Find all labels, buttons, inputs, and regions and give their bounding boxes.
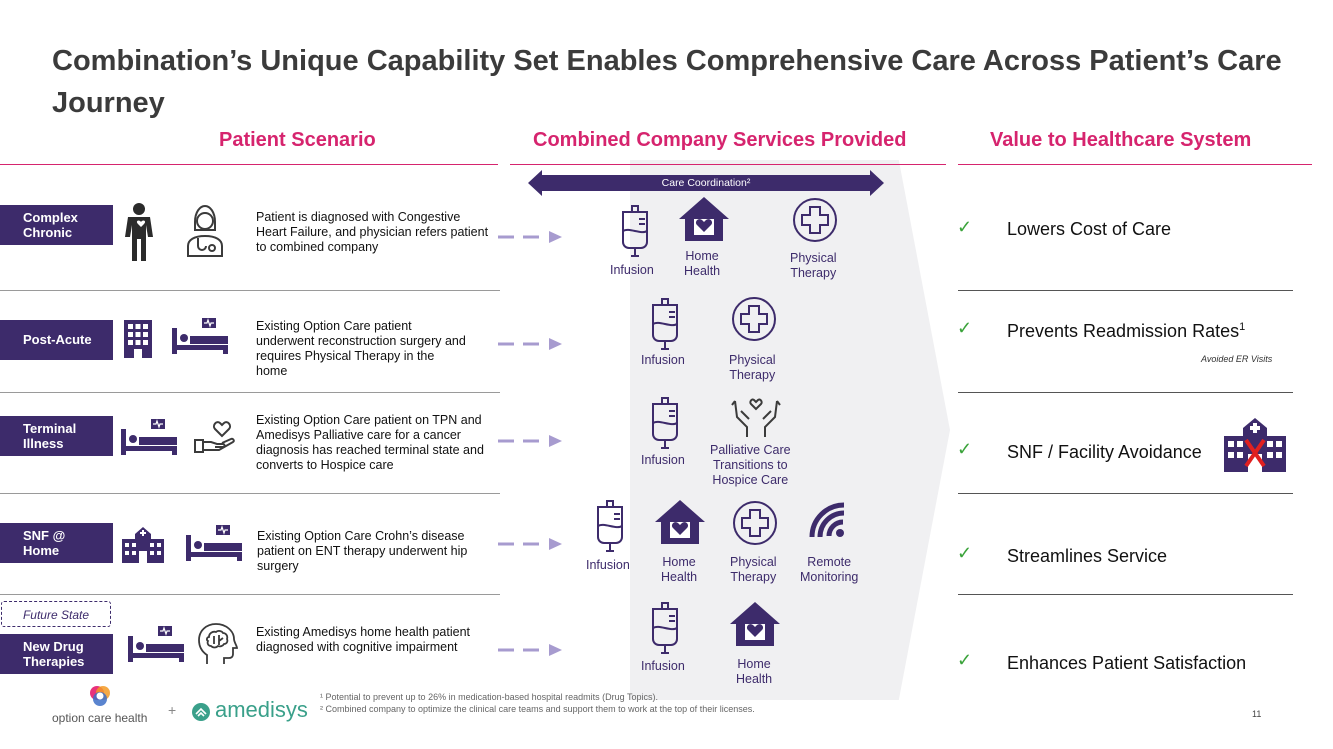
value-patient-satisfaction: Enhances Patient Satisfaction: [1007, 653, 1247, 673]
hospital-bed-icon: [186, 525, 242, 561]
header-patient-scenario: Patient Scenario: [219, 129, 376, 151]
care-coordination-label: Care Coordination²: [661, 177, 751, 189]
row-description: Existing Option Care Crohn’s disease pat…: [257, 529, 468, 573]
row-label-post-acute: Post-Acute: [0, 320, 113, 360]
hospital-bed-icon: [128, 626, 184, 662]
patient-figure-icon: [124, 203, 154, 261]
home-health-icon: [655, 500, 705, 544]
value-separator: [958, 493, 1293, 494]
service-label-infusion: Infusion: [641, 659, 685, 673]
dashed-arrow: [498, 435, 562, 447]
value-streamlines-service: Streamlines Service: [1007, 546, 1168, 566]
value-lowers-cost: Lowers Cost of Care: [1007, 219, 1172, 239]
amedisys-logo: amedisys: [215, 697, 308, 722]
row-separator: [0, 290, 500, 291]
header-value: Value to Healthcare System: [990, 129, 1252, 151]
caring-hand-heart-icon: [194, 418, 236, 454]
brain-head-icon: [197, 623, 238, 665]
facility-avoidance-icon: [1224, 418, 1286, 472]
physical-therapy-icon: [792, 197, 838, 243]
service-label-infusion: Infusion: [610, 263, 654, 277]
infusion-icon: [619, 205, 651, 260]
amedisys-logo-icon: [192, 703, 210, 721]
row-description: Patient is diagnosed with Congestive Hea…: [256, 210, 489, 254]
header-services: Combined Company Services Provided: [533, 129, 907, 151]
footnotes: ¹ Potential to prevent up to 26% in medi…: [320, 692, 755, 714]
value-prevents-readmission: Prevents Readmission Rates1: [1007, 321, 1246, 341]
header-rule-right: [958, 164, 1312, 165]
service-label-infusion: Infusion: [641, 453, 685, 467]
header-rule-left: [0, 164, 498, 165]
remote-monitoring-icon: [809, 502, 852, 541]
logo-plus: +: [168, 702, 177, 718]
infusion-icon: [649, 397, 681, 452]
physical-therapy-icon: [731, 296, 777, 342]
option-care-logo: option care health: [52, 711, 148, 725]
hospital-bed-icon: [121, 419, 177, 455]
physical-therapy-icon: [732, 500, 778, 546]
future-state-badge: Future State: [1, 601, 111, 627]
physician-icon: [185, 202, 225, 258]
value-note-avoided-er: Avoided ER Visits: [1201, 354, 1273, 364]
infusion-icon: [649, 602, 681, 657]
row-separator: [0, 493, 500, 494]
row-description: Existing Amedisys home health patient di…: [256, 625, 471, 654]
checkmark-icon: ✓: [957, 650, 973, 670]
home-health-icon: [679, 197, 729, 241]
dashed-arrow: [498, 338, 562, 350]
dashed-arrow: [498, 231, 562, 243]
row-separator: [0, 392, 500, 393]
home-health-icon: [730, 602, 780, 646]
dashed-arrow: [498, 538, 562, 550]
checkmark-icon: ✓: [957, 318, 973, 338]
page-title: Combination’s Unique Capability Set Enab…: [52, 45, 1282, 119]
background-chevron: [630, 160, 950, 700]
value-separator: [958, 392, 1293, 393]
care-coordination-arrow: [528, 168, 884, 198]
dashed-arrow: [498, 644, 562, 656]
value-snf-avoidance: SNF / Facility Avoidance: [1007, 442, 1202, 462]
option-care-logo-icon: [89, 685, 111, 707]
page-number: 11: [1252, 709, 1262, 719]
service-label-infusion: Infusion: [586, 558, 630, 572]
value-separator: [958, 594, 1293, 595]
row-description: Existing Option Care patient on TPN and …: [256, 413, 484, 472]
hospital-building-icon: [124, 320, 152, 358]
service-label-infusion: Infusion: [641, 353, 685, 367]
hospital-bed-icon: [172, 318, 228, 354]
facility-building-icon: [122, 527, 164, 563]
checkmark-icon: ✓: [957, 543, 973, 563]
palliative-hands-icon: [731, 397, 781, 439]
row-description: Existing Option Care patient underwent r…: [256, 319, 466, 378]
infusion-icon: [649, 298, 681, 353]
value-separator: [958, 290, 1293, 291]
checkmark-icon: ✓: [957, 217, 973, 237]
row-label-snf-home: SNF @Home: [0, 523, 113, 563]
header-rule-middle: [510, 164, 946, 165]
infusion-icon: [594, 500, 626, 555]
checkmark-icon: ✓: [957, 439, 973, 459]
row-separator: [0, 594, 500, 595]
